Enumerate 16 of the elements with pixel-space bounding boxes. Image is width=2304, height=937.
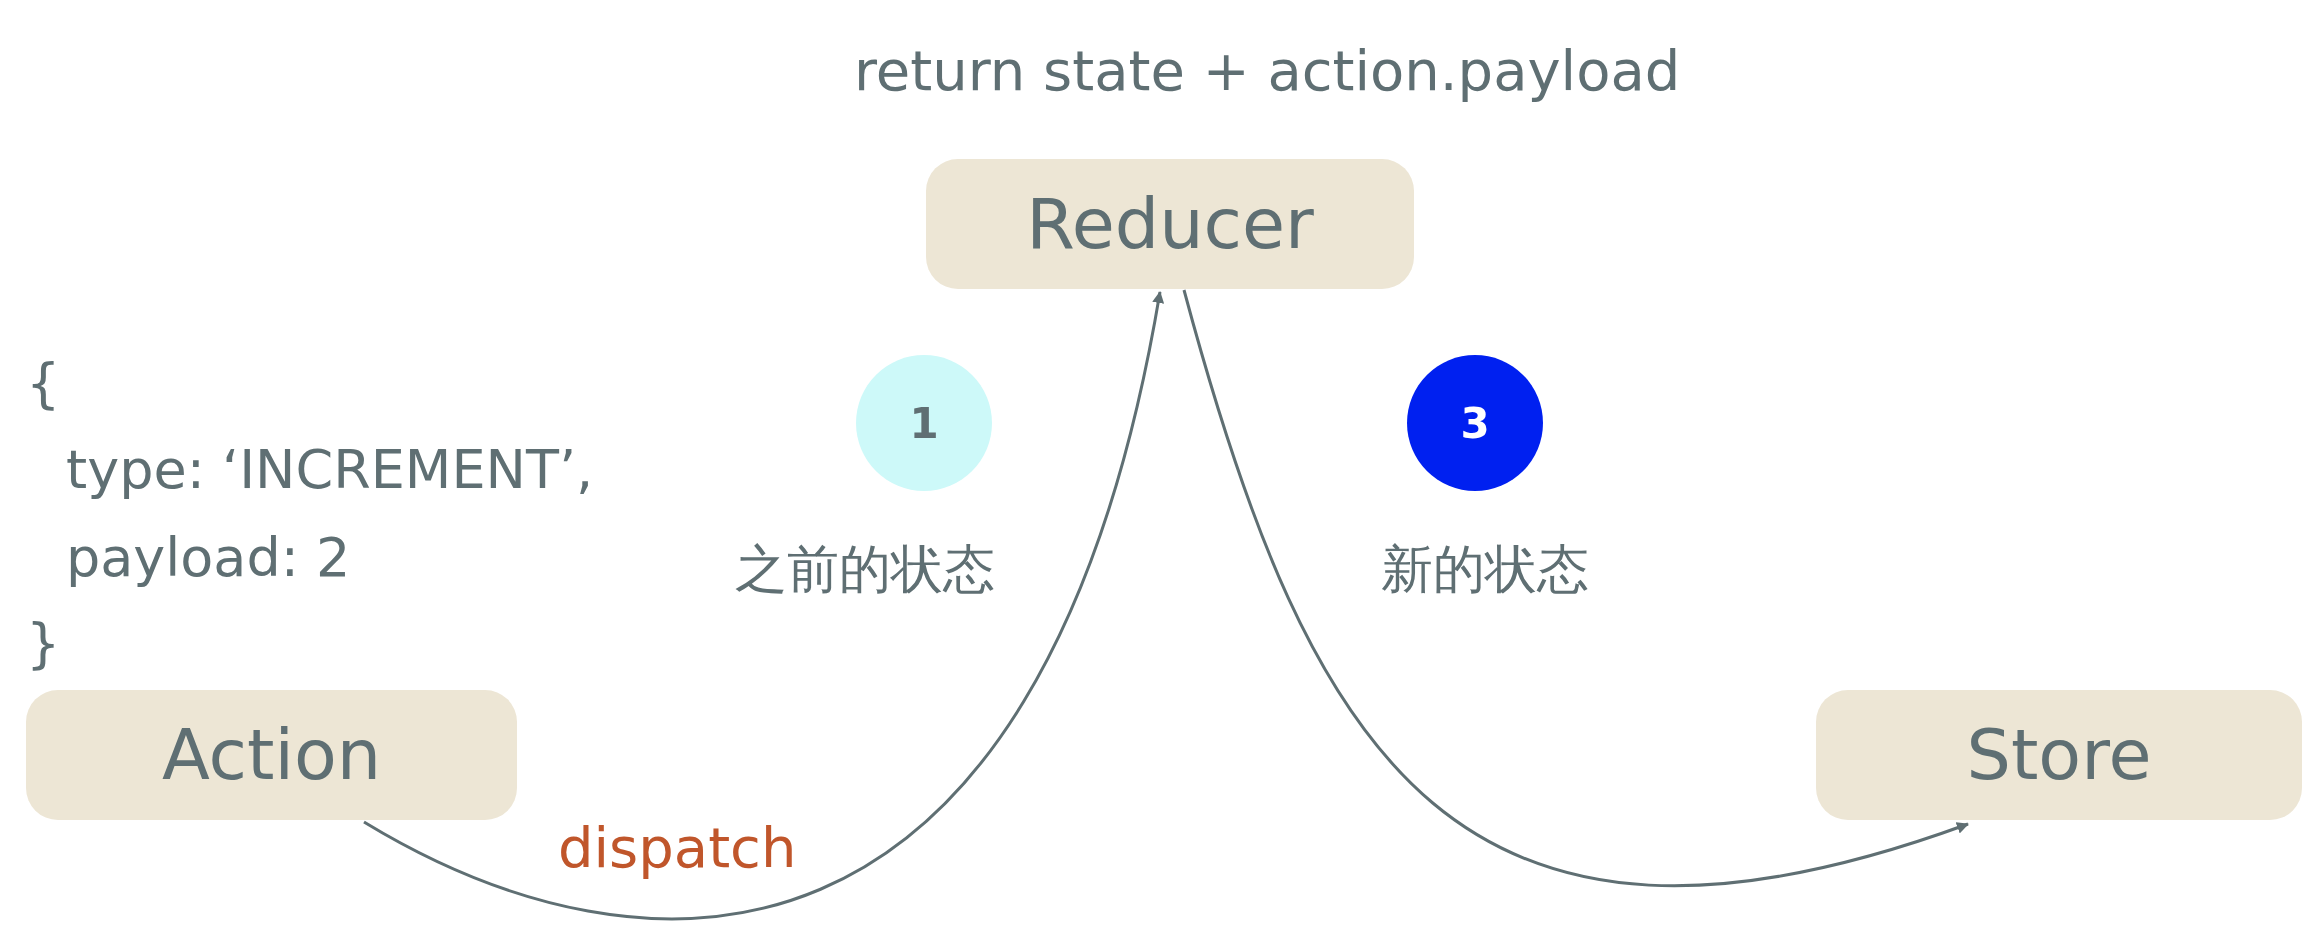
process-box: Action — [26, 690, 517, 820]
process-box: Store — [1816, 690, 2302, 820]
arrow — [1182, 289, 1969, 887]
formula-text: return state + action.payload — [854, 38, 1681, 103]
code-text: payload: 2 — [66, 526, 351, 589]
step-caption: 新的状态 — [1381, 538, 1589, 601]
step-number: 1 — [909, 398, 939, 448]
process-box: Reducer — [926, 159, 1414, 289]
arrow — [363, 291, 1164, 920]
step-circle — [856, 355, 992, 491]
code-text: { — [26, 352, 61, 415]
step-circle — [1407, 355, 1543, 491]
step-number: 3 — [1460, 398, 1490, 448]
code-text: type: ‘INCREMENT’, — [66, 438, 594, 501]
code-text: } — [26, 612, 61, 675]
step-caption: 之前的状态 — [735, 538, 995, 601]
